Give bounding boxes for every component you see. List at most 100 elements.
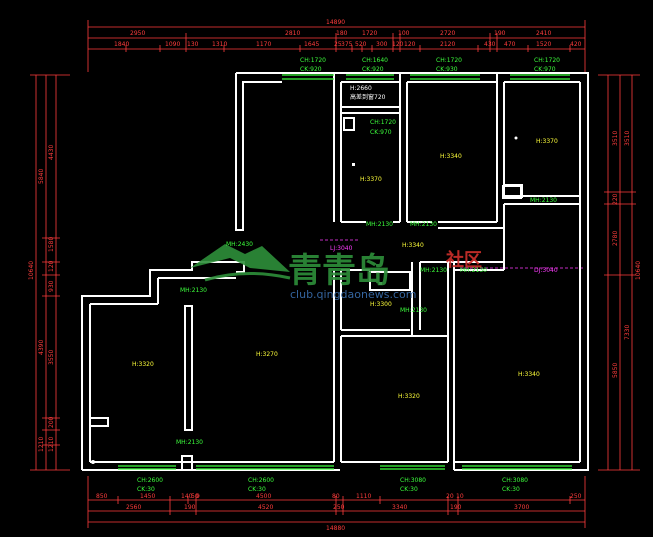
label-mh2430: MH:2430 (226, 241, 253, 248)
dim-top-total: 14890 (326, 19, 345, 26)
dim-top-2-5: 190 (494, 30, 506, 37)
dim-right-0: 3510 (612, 131, 619, 146)
dim-top-3-9: 520 (355, 41, 367, 48)
dim-bot-1-3: 50 (191, 493, 199, 500)
label-lj: LJ:3040 (330, 245, 353, 252)
dim-bot-2-0: 2560 (126, 504, 141, 511)
label-mh-living: MH:2130 (176, 439, 203, 446)
label-bath-top-note: 高差到窗720 (350, 93, 386, 101)
dim-top-3-10: 300 (376, 41, 388, 48)
dim-left-8: 1210 (38, 437, 45, 452)
dim-top-3-7: 25 (334, 41, 342, 48)
dim-right-1: 3510 (624, 131, 631, 146)
dimension-text-right: 10640 3510 3510 220 2780 5850 7330 (612, 131, 642, 378)
dim-left-total: 10640 (28, 261, 35, 280)
dim-left-5: 4390 (38, 340, 45, 355)
dim-top-2-3: 100 (398, 30, 410, 37)
label-win-bot2-ch: CH:2600 (248, 477, 274, 484)
dim-top-3-13: 2120 (440, 41, 455, 48)
label-win-top4-ck: CK:970 (534, 66, 556, 73)
dim-bot-2-2: 4520 (258, 504, 273, 511)
label-mh-mid2: MH:2130 (400, 307, 427, 314)
dim-top-3-8: 375 (341, 41, 353, 48)
dim-top-3-3: 1310 (212, 41, 227, 48)
label-win-bot4-ch: CH:3080 (502, 477, 528, 484)
dim-left-2: 1580 (48, 237, 55, 252)
watermark-title: 青青岛 (288, 251, 390, 291)
label-right-bottom: H:3340 (518, 371, 540, 378)
watermark: 青青岛 社区 club.qingdaonews.com (190, 244, 482, 301)
label-room-right-top: H:3370 (536, 138, 558, 145)
dim-bot-1-9: 10 (456, 493, 464, 500)
dim-right-3: 2780 (612, 231, 619, 246)
dim-right-4: 5850 (612, 363, 619, 378)
label-win-top2-ch: CH:1640 (362, 57, 388, 64)
dim-top-3-4: 1170 (256, 41, 271, 48)
dim-bot-1-1: 1450 (140, 493, 155, 500)
dimension-text-left: 10640 5840 4430 1580 120 930 4390 3550 2… (28, 145, 55, 452)
label-win-top3-ck: CK:930 (436, 66, 458, 73)
label-win-top4-ch: CH:1720 (534, 57, 560, 64)
dim-bot-2-6: 3700 (514, 504, 529, 511)
dim-left-7: 200 (48, 416, 55, 428)
label-mid-h: H:3300 (370, 301, 392, 308)
dim-bot-1-4: 9 (196, 493, 200, 500)
dim-top-3-12: 120 (404, 41, 416, 48)
dim-bot-2-3: 250 (333, 504, 345, 511)
label-win-bot1-ch: CH:2600 (137, 477, 163, 484)
room-labels: CH:1720 CK:920 CH:1640 CK:920 CH:1720 CK… (132, 57, 560, 493)
label-dj: DJ:3040 (534, 267, 558, 274)
dim-top-3-11: 120 (392, 41, 404, 48)
dim-top-3-1: 1090 (165, 41, 180, 48)
dim-right-2: 220 (612, 193, 619, 205)
dim-bot-1-0: 850 (96, 493, 108, 500)
label-win-bot2-ck: CK:30 (248, 486, 266, 493)
label-mh-mid: MH:2130 (410, 221, 437, 228)
label-bath-win-ck: CK:970 (370, 129, 392, 136)
dim-top-3-2: 130 (187, 41, 199, 48)
dim-top-2-1: 180 (336, 30, 348, 37)
label-bath-win-ch: CH:1720 (370, 119, 396, 126)
dimension-lines (30, 20, 640, 528)
windows (118, 74, 572, 470)
dim-left-9: 1210 (48, 437, 55, 452)
label-bath-h: H:3370 (360, 176, 382, 183)
label-mh-right: MH:2130 (530, 197, 557, 204)
watermark-suffix: 社区 (446, 249, 482, 271)
dim-left-3: 120 (48, 260, 55, 272)
dim-left-4: 930 (48, 280, 55, 292)
dim-bot-1-5: 4500 (256, 493, 271, 500)
label-win-bot4-ck: CK:30 (502, 486, 520, 493)
label-room-mid-top: H:3340 (440, 153, 462, 160)
dim-top-2-2: 1720 (362, 30, 377, 37)
dim-top-3-0: 1840 (114, 41, 129, 48)
label-mh-bath: MH:2130 (366, 221, 393, 228)
dim-bot-1-8: 20 (446, 493, 454, 500)
fixture-markers (91, 136, 518, 464)
dim-top-3-15: 470 (504, 41, 516, 48)
dim-bot-1-10: 250 (570, 493, 582, 500)
label-bath-top-h: H:2660 (350, 85, 372, 92)
dim-top-3-6: 1645 (304, 41, 319, 48)
label-win-bot3-ck: CK:30 (400, 486, 418, 493)
dim-top-2-0: 2950 (130, 30, 145, 37)
dimension-text-bottom: 850 1450 140 50 9 4500 80 1110 20 10 250… (96, 493, 582, 532)
label-win-top1-ch: CH:1720 (300, 57, 326, 64)
dim-bot-2-4: 3340 (392, 504, 407, 511)
dim-bot-2-1: 190 (184, 504, 196, 511)
label-bottom-mid: H:3320 (398, 393, 420, 400)
dim-bot-2-5: 190 (450, 504, 462, 511)
dim-left-0: 5840 (38, 169, 45, 184)
dimension-text-top: 14890 2950 180 1720 100 2720 190 2410 18… (114, 19, 582, 48)
dim-top-3-14: 430 (484, 41, 496, 48)
label-win-bot1-ck: CK:30 (137, 486, 155, 493)
dim-bot-1-7: 1110 (356, 493, 371, 500)
dim-left-6: 3550 (48, 350, 55, 365)
dim-top-2-4: 2720 (440, 30, 455, 37)
dim-top-3-5: 2810 (285, 30, 300, 37)
label-mh2130-a: MH:2130 (180, 287, 207, 294)
label-win-top1-ck: CK:920 (300, 66, 322, 73)
dim-bot-1-2: 140 (181, 493, 193, 500)
